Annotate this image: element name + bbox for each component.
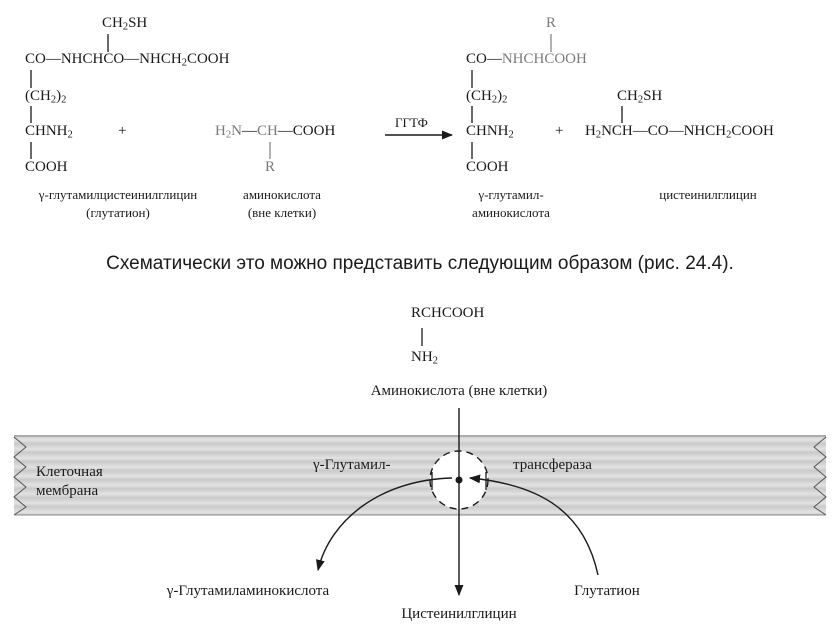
glutathione-cooh: COOH <box>25 159 68 175</box>
plus-sign-2: + <box>555 123 564 139</box>
enzyme-label-ggtf: ГГТФ <box>395 115 428 130</box>
gga-caption-1: γ-глутамил- <box>478 187 544 202</box>
glutathione-chnh2: CHNH2 <box>25 123 73 141</box>
glutathione-top-row: CO—NHCHCO—NHCH2COOH <box>25 51 230 69</box>
scheme-amino-nh2: NH2 <box>411 349 438 367</box>
glutathione-caption-1: γ-глутамилцистеинилглицин <box>38 187 198 202</box>
amino-acid-r: R <box>265 159 276 175</box>
enzyme-name-left: γ-Глутамил- <box>313 457 391 473</box>
cysgly-ch2sh: CH2SH <box>617 88 663 106</box>
scheme-substrate-right: Глутатион <box>574 583 640 599</box>
amino-acid-formula: H2N—CH—COOH <box>215 123 336 141</box>
gga-ch22: (CH2)2 <box>466 88 508 106</box>
gga-r: R <box>546 15 557 31</box>
enzyme-name-right: трансфераза <box>513 457 592 473</box>
glutathione-caption-2: (глутатион) <box>86 205 150 220</box>
scheme-amino-formula: RCHCOOH <box>411 305 485 321</box>
gga-chnh2: CHNH2 <box>466 123 514 141</box>
cysgly-caption: цистеинилглицин <box>659 187 757 202</box>
amino-acid-caption-2: (вне клетки) <box>247 205 317 220</box>
glutathione-ch2sh: CH2SH <box>102 15 148 33</box>
membrane-label-2: мембрана <box>36 483 99 499</box>
body-sentence: Схематически это можно представить следу… <box>106 253 734 274</box>
cell-membrane-band <box>14 435 826 515</box>
gga-cooh: COOH <box>466 159 509 175</box>
gga-caption-2: аминокислота <box>472 205 550 220</box>
membrane-label-1: Клеточная <box>36 464 103 480</box>
scheme-amino-caption: Аминокислота (вне клетки) <box>370 383 548 399</box>
amino-acid-caption-1: аминокислота <box>243 187 321 202</box>
scheme-product-left: γ-Глутамиламинокислота <box>166 583 330 599</box>
gga-top-row: CO—NHCHCOOH <box>466 51 587 67</box>
scheme-product-bottom: Цистеинилглицин <box>401 606 517 622</box>
cysgly-formula: H2NCH—CO—NHCH2COOH <box>585 123 774 141</box>
glutathione-ch22: (CH2)2 <box>25 88 67 106</box>
plus-sign-1: + <box>118 123 127 139</box>
